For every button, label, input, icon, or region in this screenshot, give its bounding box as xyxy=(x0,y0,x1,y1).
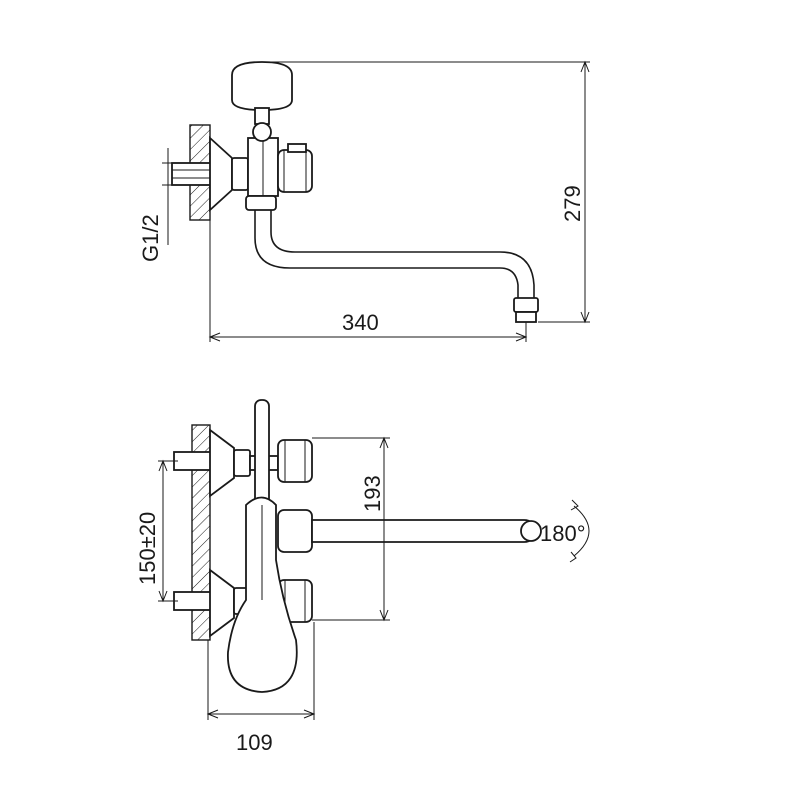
dim-height-label: 279 xyxy=(560,185,585,222)
spout-aerator-top xyxy=(513,297,539,313)
lower-inlet-pipe xyxy=(173,591,215,611)
lever-bar xyxy=(254,399,270,511)
union-nut-top xyxy=(231,157,249,191)
side-knob-tip-top xyxy=(287,143,307,153)
bottom-view: 180° 150±20 193 109 xyxy=(135,399,590,755)
lever-handle-top xyxy=(231,61,293,111)
upper-flange xyxy=(209,428,235,498)
lever-stem-top xyxy=(254,107,270,125)
side-knob-top xyxy=(277,149,313,193)
wall-section-bottom xyxy=(191,424,211,641)
swivel-spout-top xyxy=(254,210,519,300)
rotation-label: 180° xyxy=(540,521,586,546)
thread-label: G1/2 xyxy=(138,214,163,262)
rotation-arc xyxy=(573,505,590,557)
spout-collar-bottom xyxy=(277,509,313,553)
dim-width-label: 340 xyxy=(342,310,379,335)
dim-vertical-label: 193 xyxy=(360,475,385,512)
upper-union-nut xyxy=(233,449,251,477)
lever-pivot-top xyxy=(252,122,272,142)
upper-knob xyxy=(277,439,313,483)
lower-flange xyxy=(209,568,235,638)
spout-collar-top xyxy=(245,195,277,211)
upper-inlet-pipe xyxy=(173,451,215,471)
dim-spacing-label: 150±20 xyxy=(135,512,160,585)
inlet-pipe-top xyxy=(171,162,215,186)
escutcheon-flange-top xyxy=(209,135,233,213)
spout-end-bottom xyxy=(520,520,542,542)
dim-depth-label: 109 xyxy=(236,730,273,755)
top-view: G1/2 279 340 xyxy=(138,60,590,342)
swivel-spout-bottom xyxy=(311,519,535,543)
